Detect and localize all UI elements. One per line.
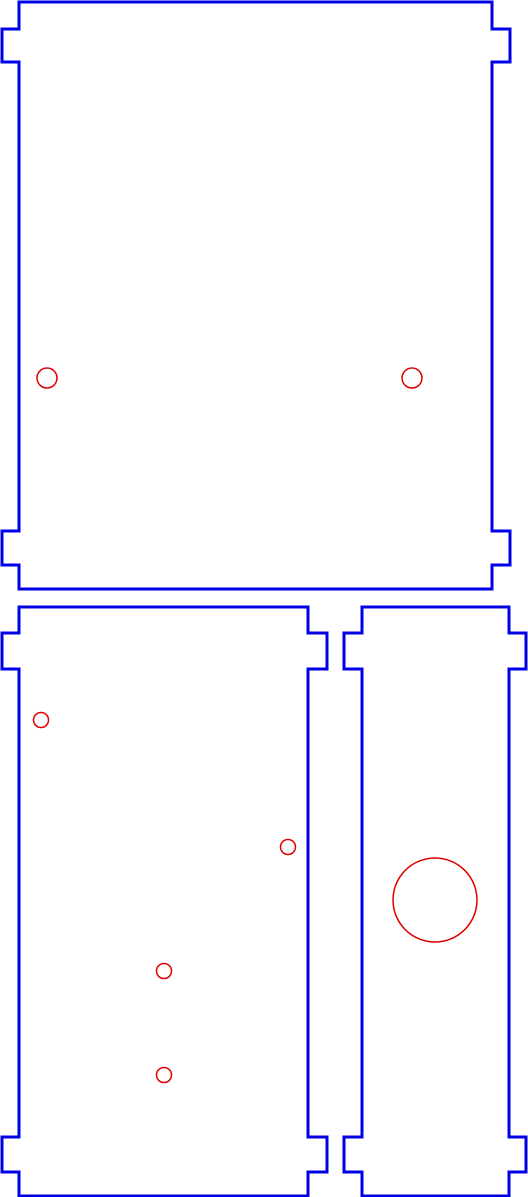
bottom-left-panel-hole-2 — [279, 838, 297, 856]
bottom-left-panel-outline — [0, 605, 329, 1197]
bottom-right-panel-large-hole — [392, 857, 478, 943]
top-panel-hole-left — [36, 367, 58, 389]
top-panel — [0, 0, 512, 591]
bottom-left-panel — [0, 605, 329, 1197]
bottom-right-panel-outline — [342, 605, 528, 1197]
bottom-left-panel-hole-3 — [155, 962, 173, 980]
bottom-left-panel-hole-1 — [32, 711, 50, 729]
bottom-left-panel-hole-4 — [155, 1066, 173, 1084]
top-panel-outline — [0, 0, 512, 591]
bottom-right-panel — [342, 605, 528, 1197]
top-panel-hole-right — [401, 367, 423, 389]
